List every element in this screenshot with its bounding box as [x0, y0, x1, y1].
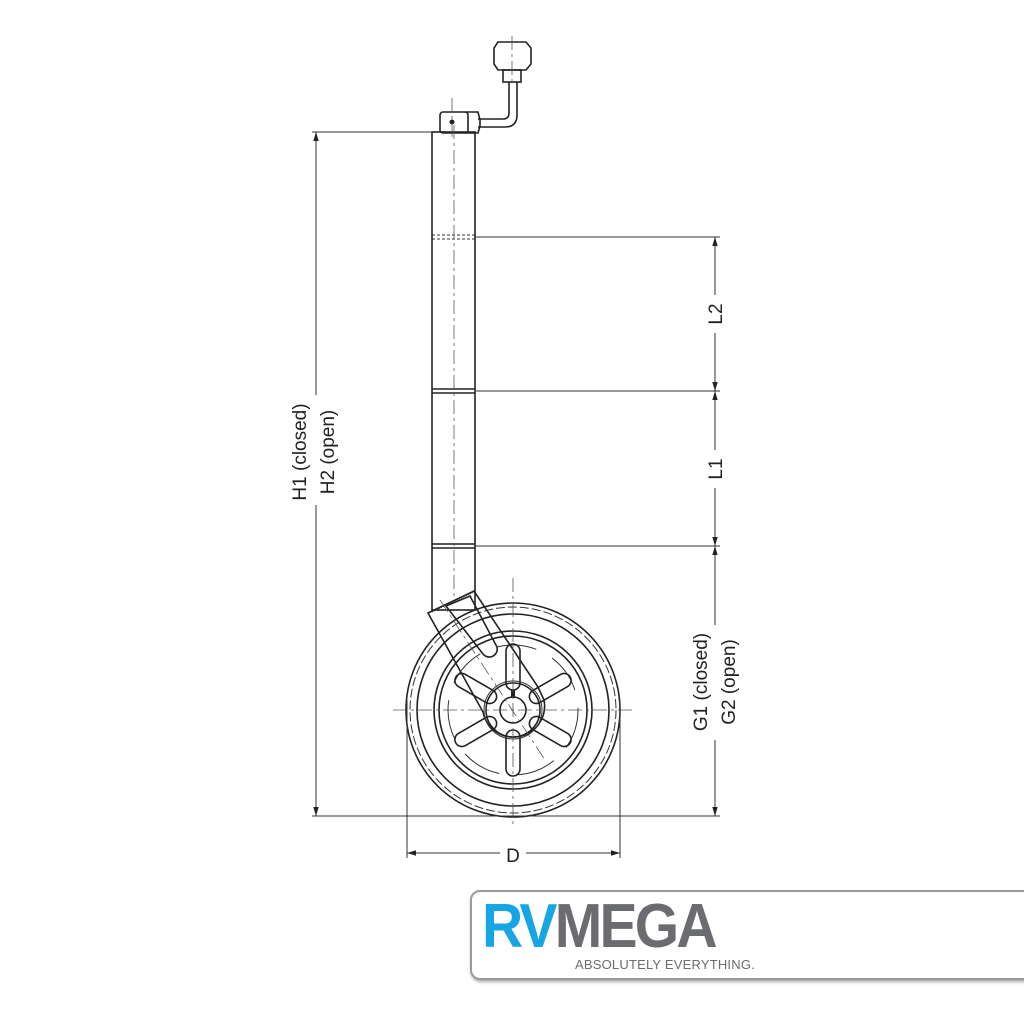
h2-label: H2 (open) — [318, 410, 339, 495]
d-label: D — [506, 846, 520, 867]
wheel-spoke — [528, 715, 572, 748]
crank-handle — [439, 36, 532, 140]
logo-banner — [470, 890, 1024, 980]
dimension-d: D — [406, 700, 621, 867]
l1-label: L1 — [706, 458, 727, 479]
g1-label: G1 (closed) — [691, 633, 712, 731]
logo-tagline: ABSOLUTELY EVERYTHING. — [575, 957, 755, 972]
g2-label: G2 (open) — [719, 639, 740, 725]
wheel-spoke — [454, 672, 498, 705]
dimension-h: H1 (closed) H2 (open) — [290, 131, 720, 817]
telescopic-tube — [431, 125, 476, 611]
rvmega-logo: RVMEGA — [482, 896, 718, 958]
wheel-spoke — [454, 715, 498, 748]
wheel-spoke — [528, 672, 572, 705]
logo-rv: RV — [482, 892, 557, 961]
l2-label: L2 — [706, 303, 727, 324]
h1-label: H1 (closed) — [290, 403, 311, 500]
dimension-l-g: L2 L1 G1 (closed) G2 (open) — [475, 236, 740, 816]
logo-mega: MEGA — [554, 892, 718, 961]
